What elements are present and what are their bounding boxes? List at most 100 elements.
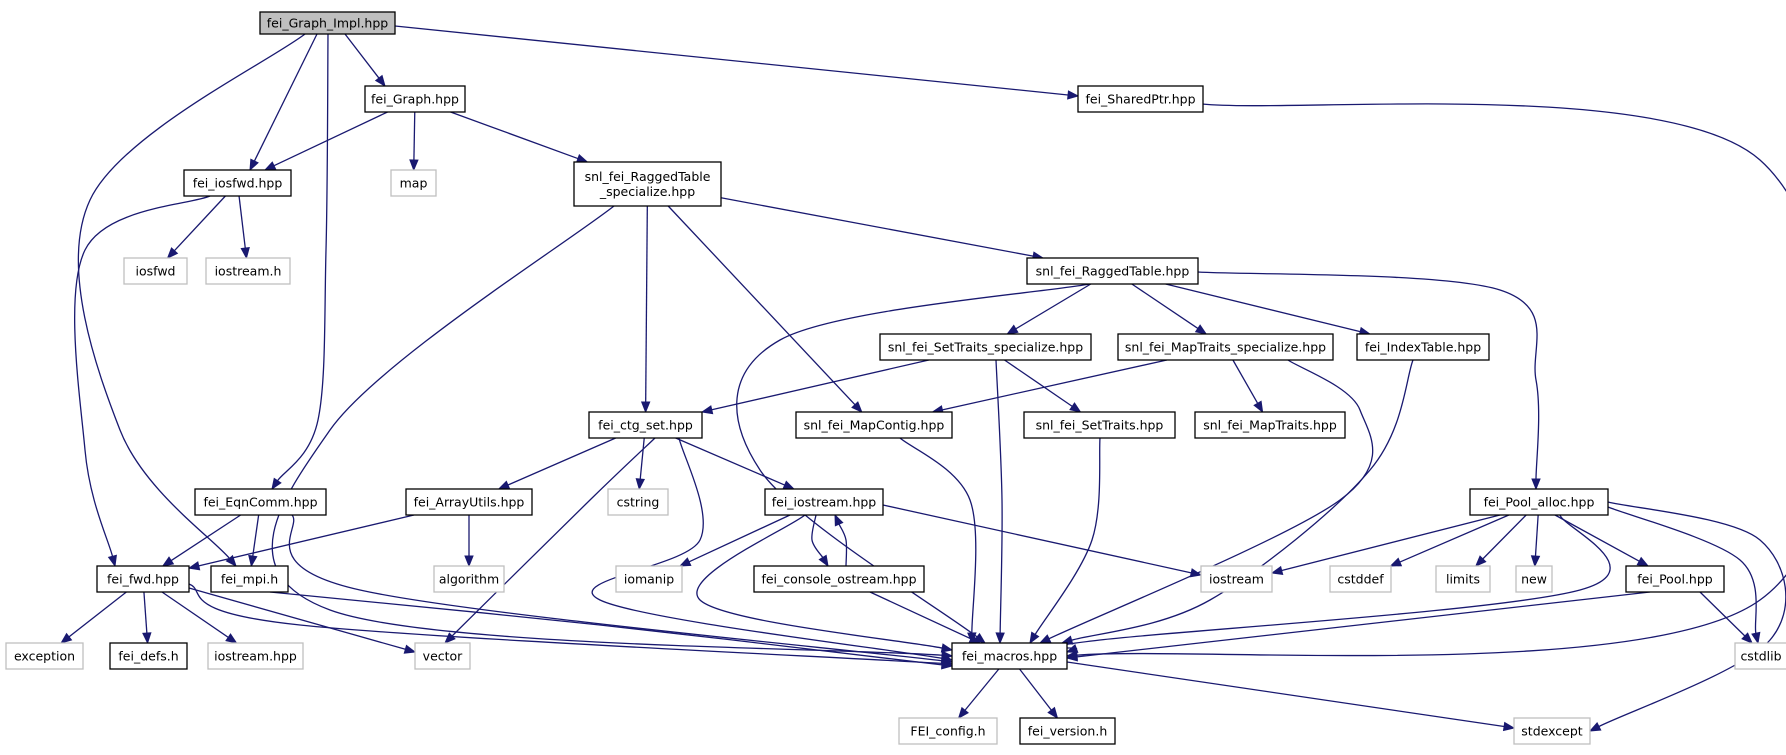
node-fei-eqncomm[interactable]: fei_EqnComm.hpp bbox=[194, 488, 327, 516]
edge-line bbox=[1197, 271, 1540, 480]
edge-fei_Graph-to-fei_iosfwd bbox=[263, 111, 388, 171]
node-box bbox=[1194, 411, 1346, 439]
edge-line bbox=[1534, 514, 1539, 557]
edge-fei_Graph-to-snl_fei_RaggedTable_specialize bbox=[450, 111, 589, 163]
edge-snl_fei_MapTraits_specialize-to-fei_macros bbox=[1038, 359, 1374, 644]
edge-line bbox=[1232, 359, 1259, 404]
node-label: limits bbox=[1446, 572, 1480, 587]
node-box bbox=[1329, 565, 1392, 593]
node-fei-ctg-set[interactable]: fei_ctg_set.hpp bbox=[588, 411, 703, 439]
edge-line bbox=[273, 111, 388, 167]
node-fei-defs[interactable]: fei_defs.h bbox=[109, 642, 188, 670]
edge-fei_Pool-to-cstdlib bbox=[1699, 591, 1753, 644]
edge-line bbox=[1071, 359, 1414, 641]
edge-line bbox=[1019, 668, 1052, 711]
edge-arrowhead bbox=[1588, 722, 1602, 732]
edge-arrowhead bbox=[635, 478, 646, 491]
edge-line bbox=[591, 437, 943, 659]
edge-line bbox=[74, 195, 211, 557]
edge-arrowhead bbox=[60, 632, 73, 644]
node-fei-sharedptr[interactable]: fei_SharedPtr.hpp bbox=[1077, 85, 1204, 113]
edge-arrowhead bbox=[107, 554, 117, 568]
edge-arrowhead bbox=[1065, 643, 1079, 653]
node-label: iostream bbox=[1209, 572, 1264, 587]
edge-line bbox=[143, 591, 148, 634]
node-box bbox=[405, 488, 533, 516]
node-fei-iosfwd[interactable]: fei_iosfwd.hpp bbox=[183, 169, 292, 197]
edge-line bbox=[838, 523, 848, 567]
node-snl-fei-maptraits[interactable]: snl_fei_MapTraits.hpp bbox=[1194, 411, 1346, 439]
node-label: cstdlib bbox=[1740, 649, 1781, 664]
edge-arrowhead bbox=[249, 158, 259, 172]
node-snl-fei-settraits[interactable]: snl_fei_SetTraits.hpp bbox=[1023, 411, 1176, 439]
node-fei-graph[interactable]: fei_Graph.hpp bbox=[364, 85, 466, 113]
node-snl-fei-mapcontig[interactable]: snl_fei_MapContig.hpp bbox=[795, 411, 953, 439]
edge-line bbox=[645, 205, 648, 403]
node-cstring: cstring bbox=[607, 488, 669, 516]
node-fei-mpi[interactable]: fei_mpi.h bbox=[210, 565, 289, 593]
node-fei-indextable[interactable]: fei_IndexTable.hpp bbox=[1356, 333, 1490, 361]
node-fei-pool-alloc[interactable]: fei_Pool_alloc.hpp bbox=[1469, 488, 1609, 516]
edge-arrowhead bbox=[957, 706, 969, 720]
node-label: map bbox=[400, 176, 428, 191]
node-label: fei_version.h bbox=[1028, 724, 1108, 739]
node-box bbox=[207, 642, 304, 670]
node-fei-macros[interactable]: fei_macros.hpp bbox=[951, 642, 1068, 670]
node-label: FEI_config.h bbox=[910, 724, 985, 739]
edge-line bbox=[1699, 591, 1746, 637]
node-box bbox=[879, 333, 1092, 361]
edge-fei_ArrayUtils-to-algorithm bbox=[464, 515, 474, 568]
edge-line bbox=[252, 514, 260, 557]
node-snl-fei-settraits-specialize[interactable]: snl_fei_SetTraits_specialize.hpp bbox=[879, 333, 1092, 361]
edge-snl_fei_MapTraits_specialize-to-snl_fei_MapTraits bbox=[1232, 359, 1264, 414]
node-box bbox=[753, 565, 925, 593]
node-snl-fei-raggedtable[interactable]: snl_fei_RaggedTable.hpp bbox=[1026, 257, 1199, 285]
node-box bbox=[183, 169, 292, 197]
node-fei-console-ostream[interactable]: fei_console_ostream.hpp bbox=[753, 565, 925, 593]
node-fei-graph-impl[interactable]: fei_Graph_Impl.hpp bbox=[259, 11, 396, 35]
node-fei-iostream[interactable]: fei_iostream.hpp bbox=[764, 488, 884, 516]
edge-fei_iostream-to-fei_macros bbox=[696, 514, 954, 653]
node-label: fei_console_ostream.hpp bbox=[761, 572, 916, 587]
node-fei-arrayutils[interactable]: fei_ArrayUtils.hpp bbox=[405, 488, 533, 516]
node-box bbox=[1515, 565, 1553, 593]
node-box bbox=[210, 565, 289, 593]
edge-fei_Pool-to-fei_macros bbox=[1065, 591, 1651, 662]
node-box bbox=[259, 11, 396, 35]
node-box bbox=[364, 85, 466, 113]
edge-line bbox=[1131, 283, 1199, 329]
node-cstddef: cstddef bbox=[1329, 565, 1392, 593]
edge-arrowhead bbox=[225, 633, 238, 644]
edge-line bbox=[161, 591, 229, 638]
edge-fei_Graph-to-map bbox=[409, 111, 419, 172]
node-label: fei_iostream.hpp bbox=[772, 495, 877, 510]
edge-arrowhead bbox=[248, 554, 258, 568]
node-fei-fwd[interactable]: fei_fwd.hpp bbox=[96, 565, 190, 593]
node-label: vector bbox=[423, 649, 464, 664]
node-stdexcept: stdexcept bbox=[1513, 717, 1591, 745]
edge-arrowhead bbox=[1067, 90, 1080, 100]
node-label: iosfwd bbox=[136, 264, 176, 279]
edge-line bbox=[1034, 437, 1101, 635]
node-fei-version[interactable]: fei_version.h bbox=[1019, 717, 1116, 745]
edge-line bbox=[288, 514, 943, 662]
node-snl-fei-raggedtable-specialize[interactable]: snl_fei_RaggedTable_specialize.hpp bbox=[573, 161, 722, 207]
edge-fei_iostream-to-iostream bbox=[882, 504, 1203, 578]
node-box bbox=[1625, 565, 1725, 593]
edge-line bbox=[173, 195, 226, 252]
node-fei-pool[interactable]: fei_Pool.hpp bbox=[1625, 565, 1725, 593]
edge-line bbox=[1066, 661, 1505, 728]
node-iostream: iostream bbox=[1200, 565, 1273, 593]
node-snl-fei-maptraits-specialize[interactable]: snl_fei_MapTraits_specialize.hpp bbox=[1117, 333, 1334, 361]
edge-arrowhead bbox=[1751, 631, 1761, 645]
node-algorithm: algorithm bbox=[433, 565, 505, 593]
node-box bbox=[1356, 333, 1490, 361]
edge-line bbox=[720, 197, 1034, 257]
edge-fei_iosfwd-to-iostream_h bbox=[238, 195, 250, 260]
edge-arrowhead bbox=[166, 247, 179, 259]
edge-fei_IndexTable-to-fei_macros bbox=[1060, 359, 1414, 645]
edge-line bbox=[198, 514, 415, 567]
edge-arrowhead bbox=[240, 247, 250, 260]
nodes-layer: fei_Graph_Impl.hpp fei_Graph.hpp fei_Share… bbox=[5, 11, 1786, 745]
edge-snl_fei_SetTraits_specialize-to-fei_ctg_set bbox=[700, 359, 929, 415]
